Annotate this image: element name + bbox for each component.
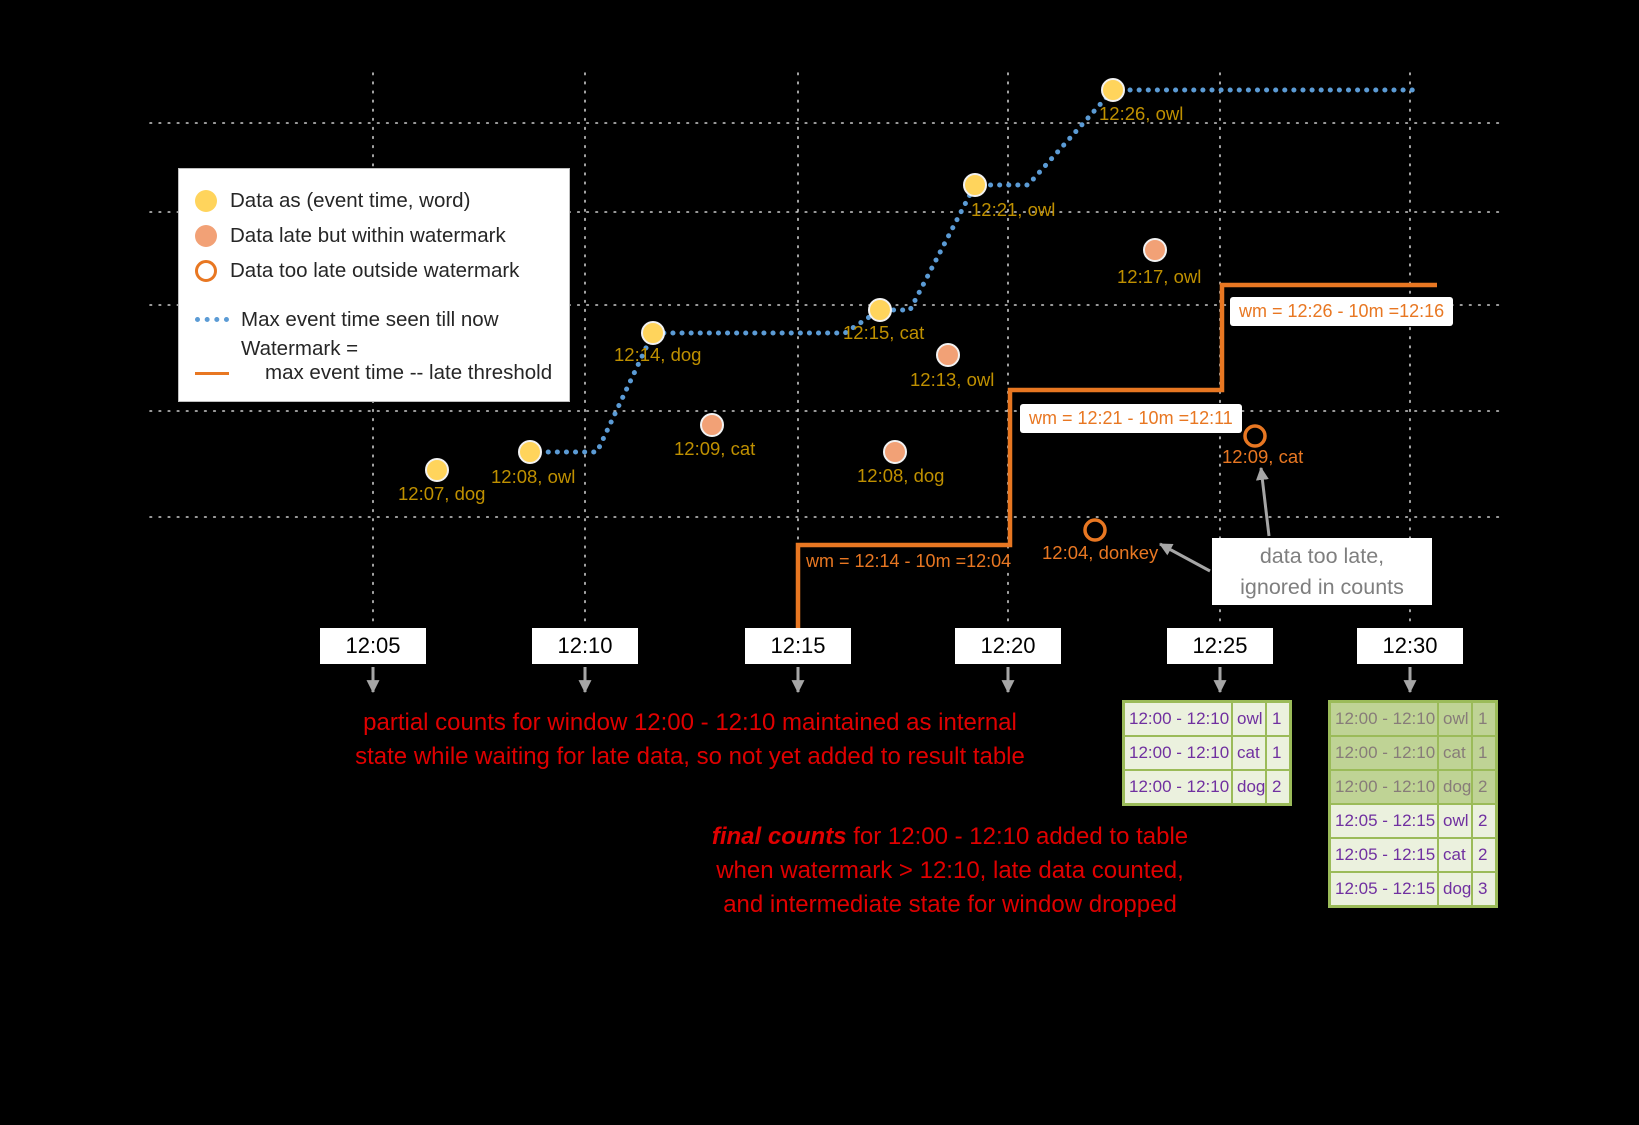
on-time-event-dot bbox=[868, 298, 892, 322]
result-cell-window: 12:00 - 12:10 bbox=[1125, 737, 1231, 769]
legend-item-late: Data late but within watermark bbox=[195, 218, 555, 253]
result-cell-count: 2 bbox=[1267, 771, 1289, 803]
note-line-rest: for 12:00 - 12:10 added to table bbox=[846, 823, 1189, 850]
on-time-event-dot bbox=[641, 321, 665, 345]
axis-tick-12-15: 12:15 bbox=[745, 628, 851, 664]
legend-label: Data too late outside watermark bbox=[230, 258, 520, 282]
watermark-label-line2: max event time -- late threshold bbox=[265, 361, 553, 384]
note-final-counts: final counts for 12:00 - 12:10 added to … bbox=[630, 820, 1270, 922]
point-label: 12:21, owl bbox=[971, 199, 1056, 220]
legend-label: Data late but within watermark bbox=[230, 223, 506, 247]
callout-line: ignored in counts bbox=[1240, 575, 1404, 599]
result-cell-count: 1 bbox=[1267, 737, 1289, 769]
result-cell-count: 2 bbox=[1473, 771, 1495, 803]
note-line: final counts for 12:00 - 12:10 added to … bbox=[630, 820, 1270, 854]
legend-item-too-late: Data too late outside watermark bbox=[195, 253, 555, 288]
result-cell-window: 12:05 - 12:15 bbox=[1331, 873, 1437, 905]
note-line: and intermediate state for window droppe… bbox=[723, 891, 1177, 918]
on-time-event-dot bbox=[1101, 78, 1125, 102]
axis-tick-12-10: 12:10 bbox=[532, 628, 638, 664]
note-line: state while waiting for late data, so no… bbox=[355, 743, 1025, 770]
max-event-time-line bbox=[527, 87, 1416, 455]
max-event-time-line-icon bbox=[195, 317, 229, 322]
result-cell-count: 2 bbox=[1473, 805, 1495, 837]
result-cell-count: 2 bbox=[1473, 839, 1495, 871]
late-event-dot bbox=[883, 440, 907, 464]
result-cell-window: 12:00 - 12:10 bbox=[1331, 703, 1437, 735]
watermark-line bbox=[795, 282, 1437, 630]
result-cell-window: 12:00 - 12:10 bbox=[1125, 703, 1231, 735]
legend-label: Data as (event time, word) bbox=[230, 188, 471, 212]
legend-item-watermark: Watermark = max event time -- late thres… bbox=[195, 337, 555, 385]
result-cell-count: 1 bbox=[1267, 703, 1289, 735]
legend-item-max-event-time: Max event time seen till now bbox=[195, 302, 555, 337]
result-cell-word: dog bbox=[1439, 873, 1471, 905]
watermark-label-line1: Watermark = bbox=[241, 337, 359, 360]
axis-tick-12-30: 12:30 bbox=[1357, 628, 1463, 664]
result-cell-window: 12:05 - 12:15 bbox=[1331, 839, 1437, 871]
result-cell-window: 12:05 - 12:15 bbox=[1331, 805, 1437, 837]
point-label: 12:13, owl bbox=[910, 369, 995, 390]
point-label: 12:09, cat bbox=[674, 438, 756, 459]
note-partial-counts: partial counts for window 12:00 - 12:10 … bbox=[300, 706, 1080, 774]
on-time-event-dot bbox=[518, 440, 542, 464]
axis-tick-12-20: 12:20 bbox=[955, 628, 1061, 664]
point-label: 12:08, owl bbox=[491, 466, 576, 487]
legend: Data as (event time, word) Data late but… bbox=[178, 168, 570, 402]
on-time-dot-icon bbox=[195, 189, 217, 212]
result-cell-window: 12:00 - 12:10 bbox=[1331, 737, 1437, 769]
too-late-dot-icon bbox=[195, 259, 217, 282]
point-label: 12:09, cat bbox=[1222, 446, 1304, 467]
result-cell-count: 1 bbox=[1473, 737, 1495, 769]
final-counts-emphasis: final counts bbox=[711, 823, 847, 850]
callout-arrow bbox=[1159, 542, 1211, 573]
too-late-callout: data too late, ignored in counts bbox=[1212, 538, 1432, 605]
legend-label: Max event time seen till now bbox=[241, 307, 499, 331]
on-time-event-dot bbox=[425, 458, 449, 482]
result-cell-word: owl bbox=[1439, 703, 1471, 735]
legend-label: Watermark = max event time -- late thres… bbox=[241, 337, 552, 385]
point-label: 12:26, owl bbox=[1099, 103, 1184, 124]
result-cell-word: cat bbox=[1233, 737, 1265, 769]
late-dot-icon bbox=[195, 224, 217, 247]
point-label: 12:08, dog bbox=[857, 465, 945, 486]
result-cell-word: cat bbox=[1439, 737, 1471, 769]
legend-item-on-time: Data as (event time, word) bbox=[195, 183, 555, 218]
result-cell-word: cat bbox=[1439, 839, 1471, 871]
note-line: when watermark > 12:10, late data counte… bbox=[716, 857, 1184, 884]
note-line: partial counts for window 12:00 - 12:10 … bbox=[363, 709, 1017, 736]
watermark-line-icon bbox=[195, 371, 229, 375]
too-late-event-dot bbox=[1083, 518, 1107, 542]
result-cell-word: owl bbox=[1439, 805, 1471, 837]
point-label: 12:14, dog bbox=[614, 344, 702, 365]
point-label: 12:17, owl bbox=[1117, 266, 1202, 287]
result-cell-count: 3 bbox=[1473, 873, 1495, 905]
late-event-dot bbox=[936, 343, 960, 367]
point-label: 12:04, donkey bbox=[1042, 542, 1159, 563]
result-cell-word: owl bbox=[1233, 703, 1265, 735]
late-event-dot bbox=[1143, 238, 1167, 262]
watermark-value-label: wm = 12:26 - 10m =12:16 bbox=[1230, 297, 1454, 326]
result-cell-window: 12:00 - 12:10 bbox=[1125, 771, 1231, 803]
callout-line: data too late, bbox=[1259, 544, 1385, 568]
result-cell-count: 1 bbox=[1473, 703, 1495, 735]
axis-tick-12-25: 12:25 bbox=[1167, 628, 1273, 664]
result-cell-word: dog bbox=[1233, 771, 1265, 803]
too-late-event-dot bbox=[1243, 424, 1267, 448]
axis-tick-12-05: 12:05 bbox=[320, 628, 426, 664]
point-label: 12:07, dog bbox=[398, 483, 486, 504]
result-cell-window: 12:00 - 12:10 bbox=[1331, 771, 1437, 803]
watermark-value-label: wm = 12:14 - 10m =12:04 bbox=[806, 551, 1012, 571]
watermark-value-label: wm = 12:21 - 10m =12:11 bbox=[1020, 404, 1242, 433]
result-cell-word: dog bbox=[1439, 771, 1471, 803]
callout-arrow bbox=[1255, 466, 1271, 537]
point-label: 12:15, cat bbox=[843, 322, 925, 343]
on-time-event-dot bbox=[963, 173, 987, 197]
late-event-dot bbox=[700, 413, 724, 437]
